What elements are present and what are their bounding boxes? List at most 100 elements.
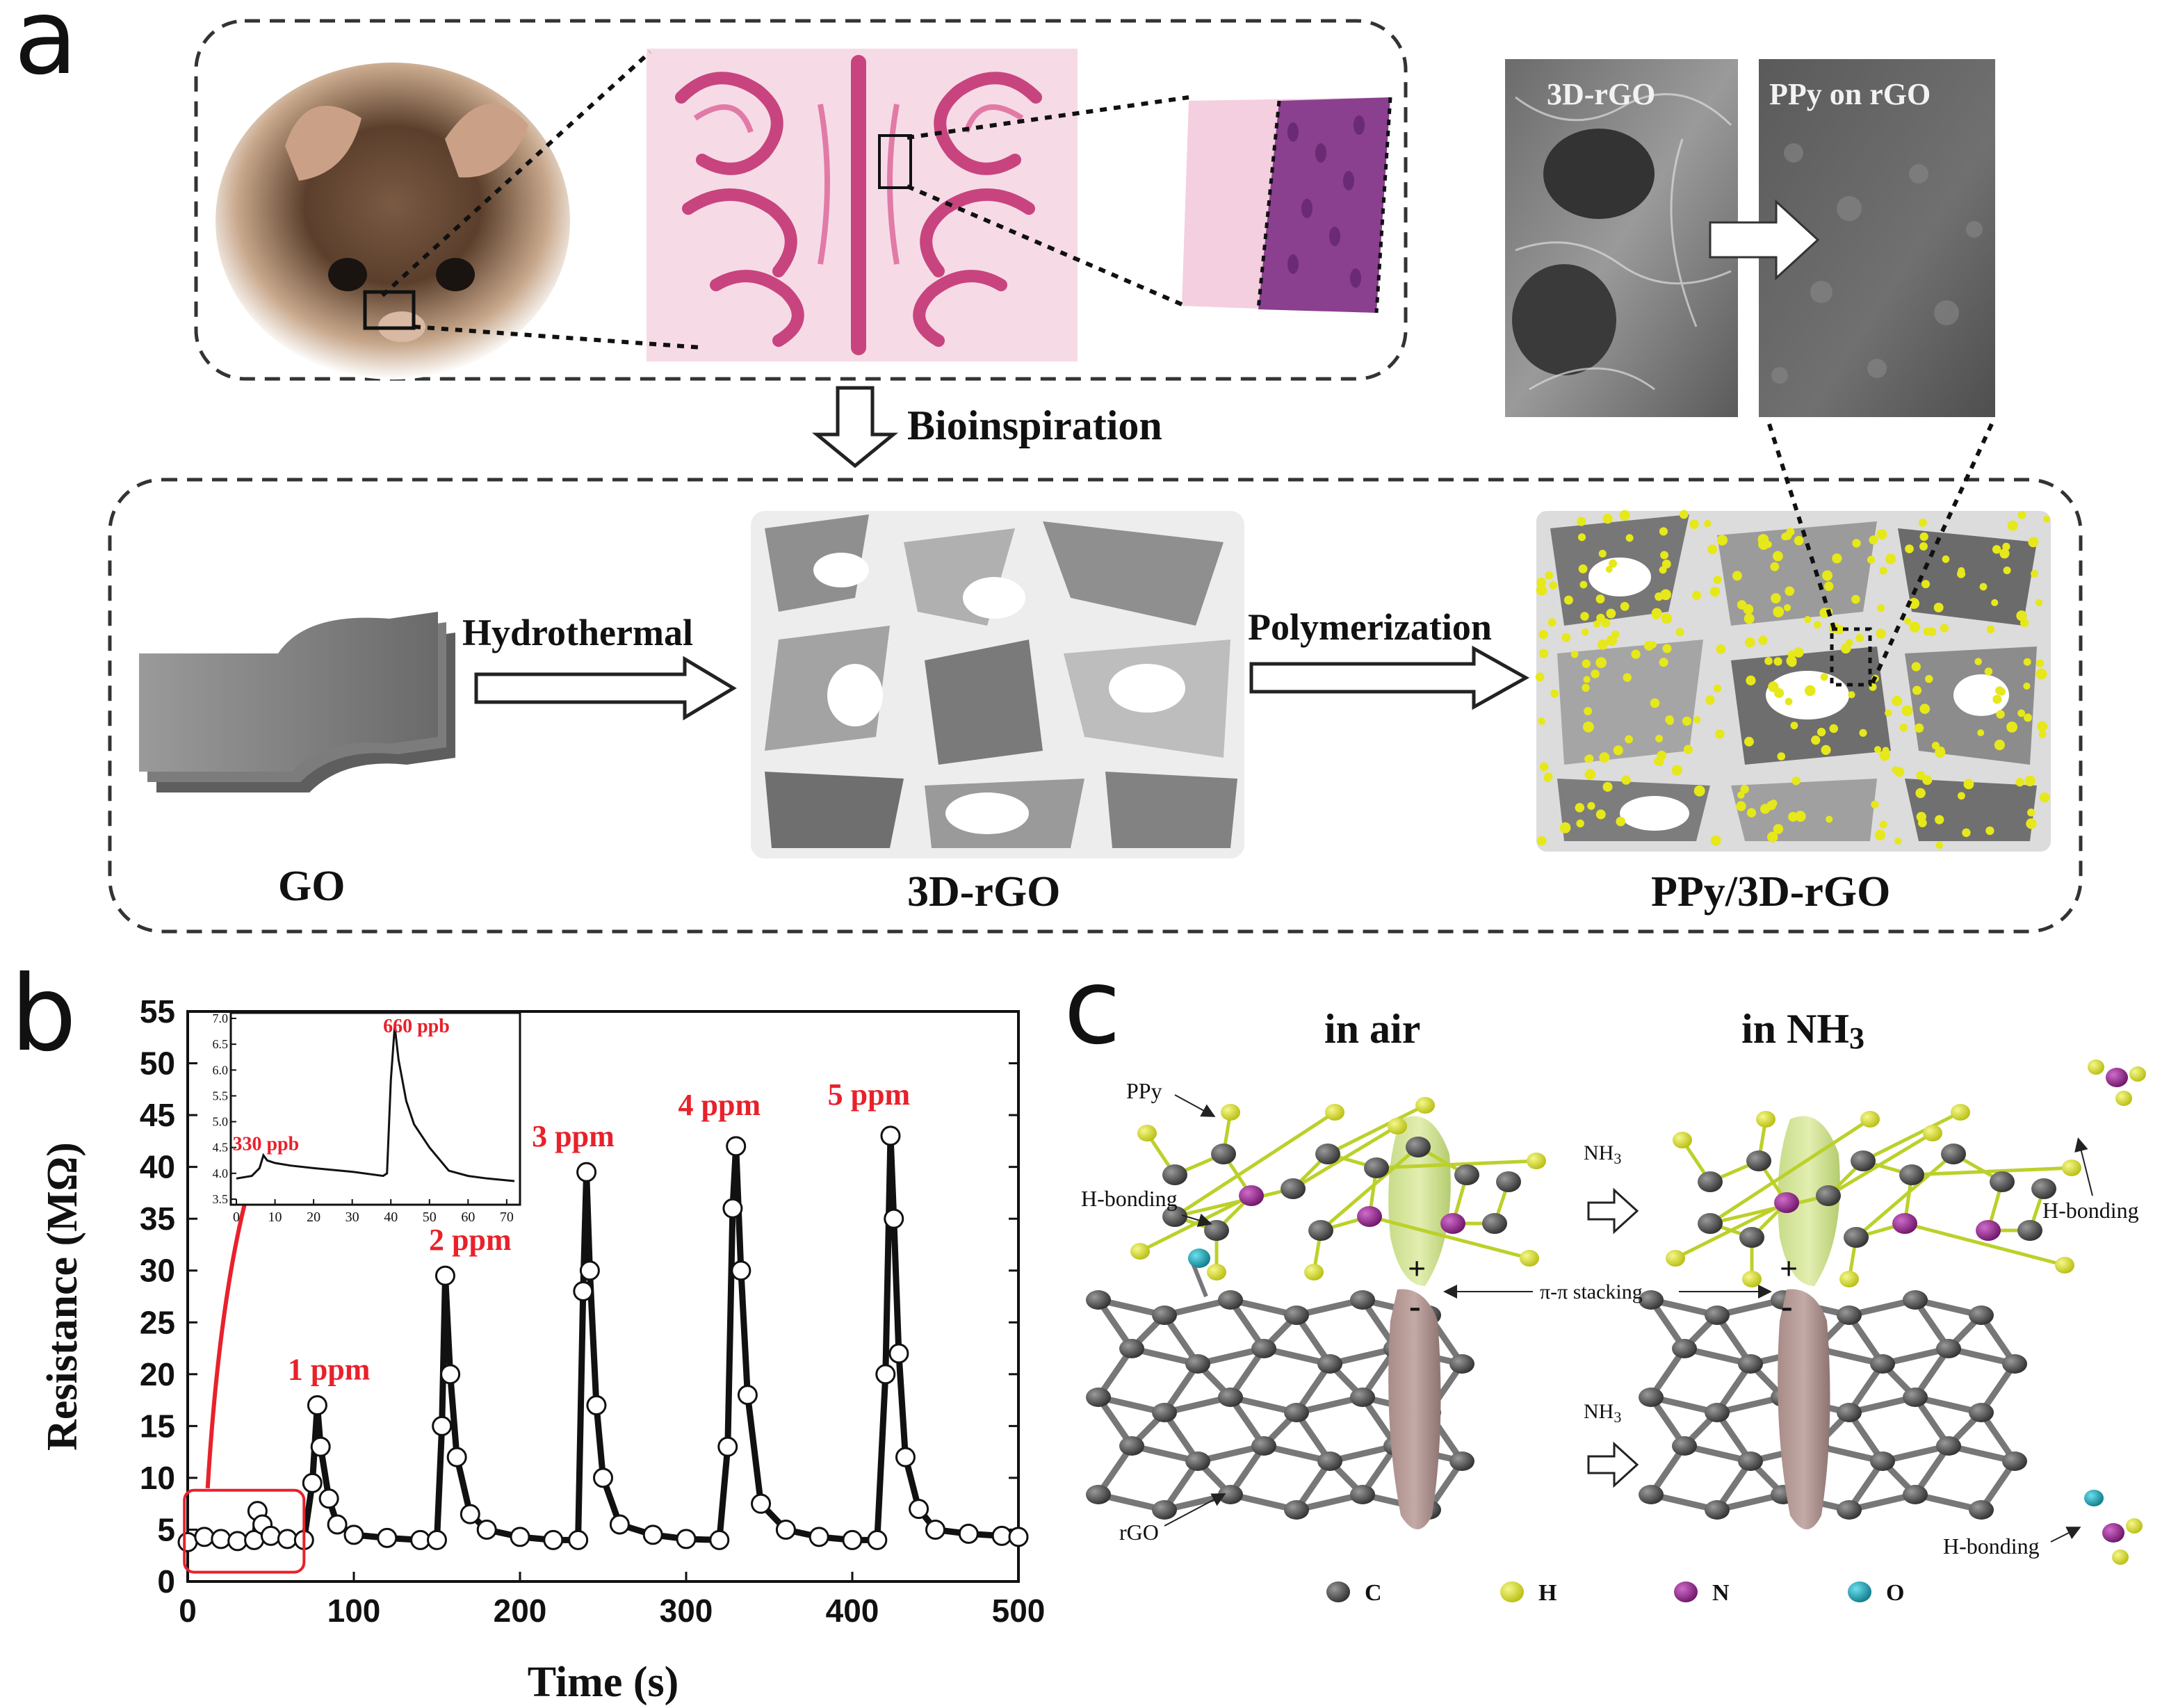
carbon-atom xyxy=(1086,1485,1111,1504)
ppy-dot xyxy=(1876,628,1886,639)
ppy-dot xyxy=(1538,717,1545,725)
hydrogen-atom xyxy=(1415,1097,1435,1114)
inset-x-tick-label: 0 xyxy=(233,1210,240,1225)
data-point xyxy=(875,1364,896,1385)
ppy-dot xyxy=(1916,811,1926,822)
ppy-dot xyxy=(1691,590,1702,601)
ppy-dot xyxy=(1848,691,1855,699)
hydrogen-atom xyxy=(1325,1104,1344,1121)
ppy-dot xyxy=(2027,808,2035,817)
ppy-dot xyxy=(1549,581,1558,589)
nitrogen-atom xyxy=(1774,1192,1799,1213)
y-tick-label: 15 xyxy=(140,1408,175,1444)
ppy-h-bond xyxy=(1139,1194,1253,1253)
ppy-dot xyxy=(1713,576,1722,585)
stage-label-go: GO xyxy=(278,863,345,910)
data-point xyxy=(895,1447,916,1467)
inset-x-tick-label: 40 xyxy=(384,1210,398,1225)
ppy-dot xyxy=(1744,613,1755,624)
ppy-dot xyxy=(1794,811,1806,822)
data-point xyxy=(302,1472,323,1493)
ppy-dot xyxy=(1852,539,1861,548)
data-point xyxy=(446,1447,467,1467)
ppy-dot xyxy=(1591,669,1600,678)
carbon-atom xyxy=(1851,1150,1876,1171)
pi-orbital-right: + - xyxy=(1778,1116,1840,1529)
label-h-bonding-left: H-bonding xyxy=(1081,1186,1178,1211)
ppy-dot xyxy=(1977,729,1985,737)
carbon-atom xyxy=(1449,1354,1474,1374)
data-point xyxy=(842,1529,863,1550)
y-tick-label: 30 xyxy=(140,1253,175,1289)
ppy-h-bond xyxy=(1904,1221,2065,1267)
ppy-dot xyxy=(1994,740,2005,751)
peak-label: 4 ppm xyxy=(678,1088,761,1122)
plus-sign-right: + xyxy=(1780,1251,1798,1286)
data-point xyxy=(925,1519,945,1540)
ppy-dot xyxy=(1758,635,1768,645)
ppy-dot xyxy=(1773,551,1783,562)
ppy-chain-left xyxy=(1130,1097,1546,1298)
label-rgo: rGO xyxy=(1119,1520,1159,1545)
ppy-dot xyxy=(1876,529,1887,540)
ppy-dot xyxy=(1832,553,1842,564)
ppy-dot xyxy=(1774,688,1785,699)
ppy-dot xyxy=(1631,649,1641,659)
legend-swatch-o xyxy=(1848,1581,1871,1602)
data-point xyxy=(427,1529,447,1550)
ppy-dot xyxy=(1892,695,1903,706)
ppy-dot xyxy=(1746,808,1757,818)
data-point xyxy=(573,1281,594,1302)
ppy-dot xyxy=(1625,534,1634,542)
carbon-atom xyxy=(1406,1137,1431,1157)
ppy-dot xyxy=(2015,778,2024,787)
stage-label-ppy-3d-rgo: PPy/3D-rGO xyxy=(1651,868,1890,916)
ppy-dot xyxy=(1578,564,1588,574)
ppy-dot xyxy=(1649,641,1657,649)
ppy-h-bond xyxy=(1827,1131,1934,1198)
ppy-dot xyxy=(1942,555,1950,563)
ppy-dot xyxy=(1602,781,1613,792)
bioinspiration-arrow xyxy=(811,386,899,469)
data-point xyxy=(808,1527,829,1547)
hydrogen-atom xyxy=(1756,1111,1775,1128)
ppy-dot xyxy=(1846,639,1853,646)
hydrogen-atom xyxy=(1923,1125,1942,1141)
data-point xyxy=(709,1529,730,1550)
hydrogen-atom xyxy=(1951,1104,1970,1121)
turbinate-zoom-marker xyxy=(878,134,912,189)
ppy-dot xyxy=(1957,792,1965,800)
carbon-atom xyxy=(1941,1144,1966,1164)
plus-sign-left: + xyxy=(1408,1251,1426,1286)
ppy-dot xyxy=(1585,754,1594,763)
carbon-atom xyxy=(1639,1485,1664,1504)
ppy-dot xyxy=(1851,594,1860,604)
data-point xyxy=(726,1136,747,1157)
ppy-3d-rgo-illustration xyxy=(1535,510,2051,852)
data-point xyxy=(775,1519,796,1540)
ppy-dot xyxy=(1974,658,1982,666)
ppy-dot xyxy=(1679,510,1689,519)
carbon-atom xyxy=(1211,1144,1236,1164)
ppy-dot xyxy=(1538,629,1548,640)
carbon-atom xyxy=(1119,1436,1144,1456)
inset-label-330-ppb: 330 ppb xyxy=(232,1133,299,1155)
ppy-dot xyxy=(1536,836,1547,846)
ppy-dot xyxy=(1536,585,1547,596)
ppy-dot xyxy=(1582,683,1590,692)
ppy-dot xyxy=(1769,799,1778,807)
label-h-bonding-right-top: H-bonding xyxy=(2042,1198,2139,1223)
ppy-dot xyxy=(1986,625,1995,634)
ppy-dot xyxy=(1790,722,1798,730)
x-tick-label: 200 xyxy=(494,1593,547,1629)
data-point xyxy=(377,1527,398,1548)
inset-x-tick-label: 70 xyxy=(500,1210,514,1225)
ppy-dot xyxy=(2023,682,2031,690)
carbon-atom xyxy=(1284,1306,1309,1325)
y-tick-label: 35 xyxy=(140,1201,175,1237)
ppy-dot xyxy=(1602,513,1613,524)
ppy-dot xyxy=(2016,610,2027,621)
ppy-dot xyxy=(1963,779,1974,790)
ppy-dot xyxy=(1693,785,1705,797)
hydrothermal-arrow xyxy=(474,656,737,721)
